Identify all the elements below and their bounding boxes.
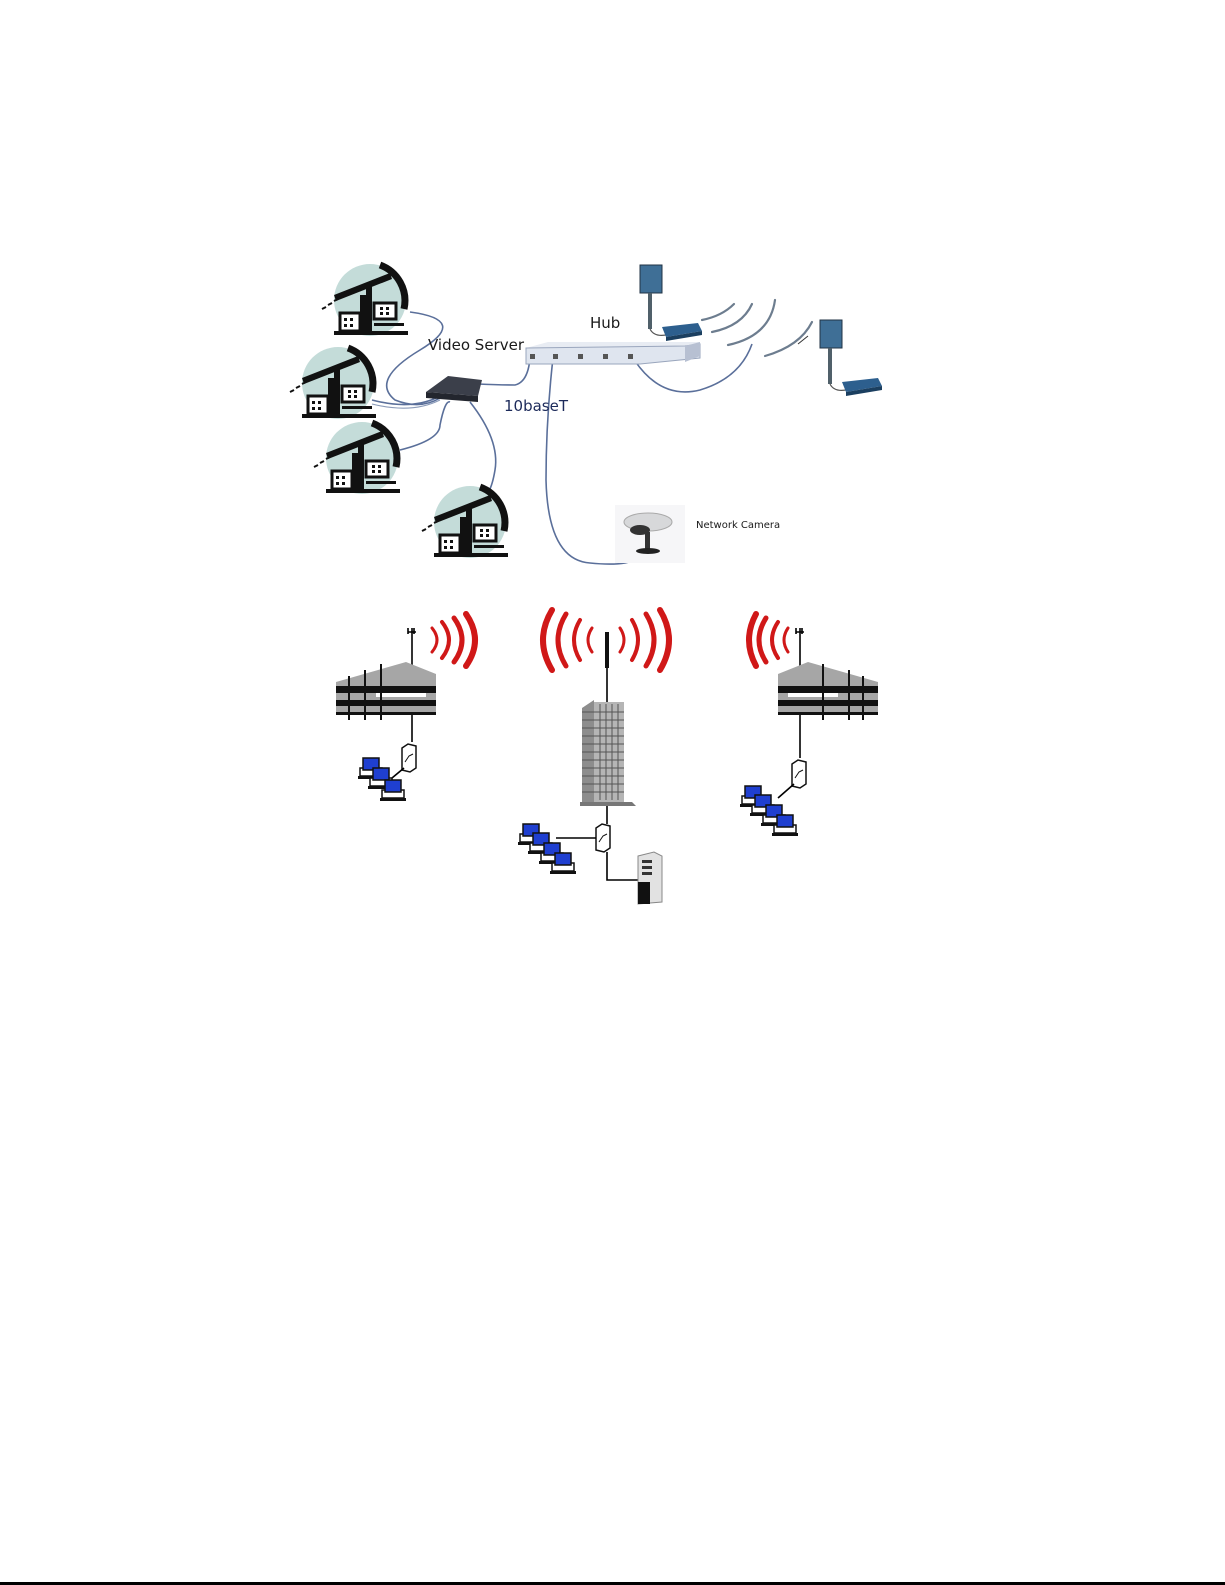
left-antenna-icon <box>407 628 416 634</box>
wireless-bridge-1-icon <box>639 264 703 342</box>
cables <box>371 311 753 565</box>
page-bottom-rule <box>0 1582 1225 1585</box>
cable-site2b <box>371 399 441 409</box>
top-diagram: Video Server Hub 10baseT <box>290 264 883 565</box>
video-server-label: Video Server <box>428 336 525 354</box>
left-office-building-icon <box>336 662 436 715</box>
left-wireless-waves-icon <box>430 611 478 669</box>
left-building-node <box>336 611 478 802</box>
right-antenna-icon <box>795 628 804 634</box>
hub-label: Hub <box>590 314 620 332</box>
central-antenna-icon <box>605 632 609 668</box>
analog-camera-site-3-icon <box>314 422 400 494</box>
central-wireless-waves-icon <box>540 607 672 673</box>
left-lan-cable <box>391 767 405 779</box>
central-server-cable <box>606 852 640 881</box>
bottom-diagram <box>336 607 878 905</box>
cable-type-label: 10baseT <box>504 397 569 415</box>
tower-building-icon <box>580 700 636 806</box>
server-tower-icon <box>637 851 663 905</box>
central-switch-icon <box>595 823 611 853</box>
network-camera-icon <box>615 505 685 563</box>
right-switch-icon <box>791 759 807 789</box>
wireless-bridge-2-icon <box>819 319 883 397</box>
cable-server-hub <box>477 357 531 386</box>
hub-device-icon <box>525 342 701 365</box>
right-lan-cable <box>777 783 795 799</box>
central-tower-node <box>517 607 672 905</box>
network-camera-label: Network Camera <box>696 520 780 531</box>
cable-site4 <box>469 401 497 497</box>
right-wireless-waves-icon <box>746 611 790 669</box>
analog-camera-site-1-icon <box>322 264 408 336</box>
right-building-node <box>739 611 878 837</box>
cable-site2 <box>371 397 437 406</box>
cable-site3 <box>399 401 451 451</box>
analog-camera-site-4-icon <box>422 486 508 558</box>
cable-hub-bridge <box>632 343 753 393</box>
left-switch-icon <box>401 743 417 773</box>
video-server-device-icon <box>426 376 482 402</box>
cable-hub-camera <box>545 357 643 565</box>
analog-camera-site-2-icon <box>290 347 376 419</box>
bridge-link-waves <box>700 298 814 358</box>
